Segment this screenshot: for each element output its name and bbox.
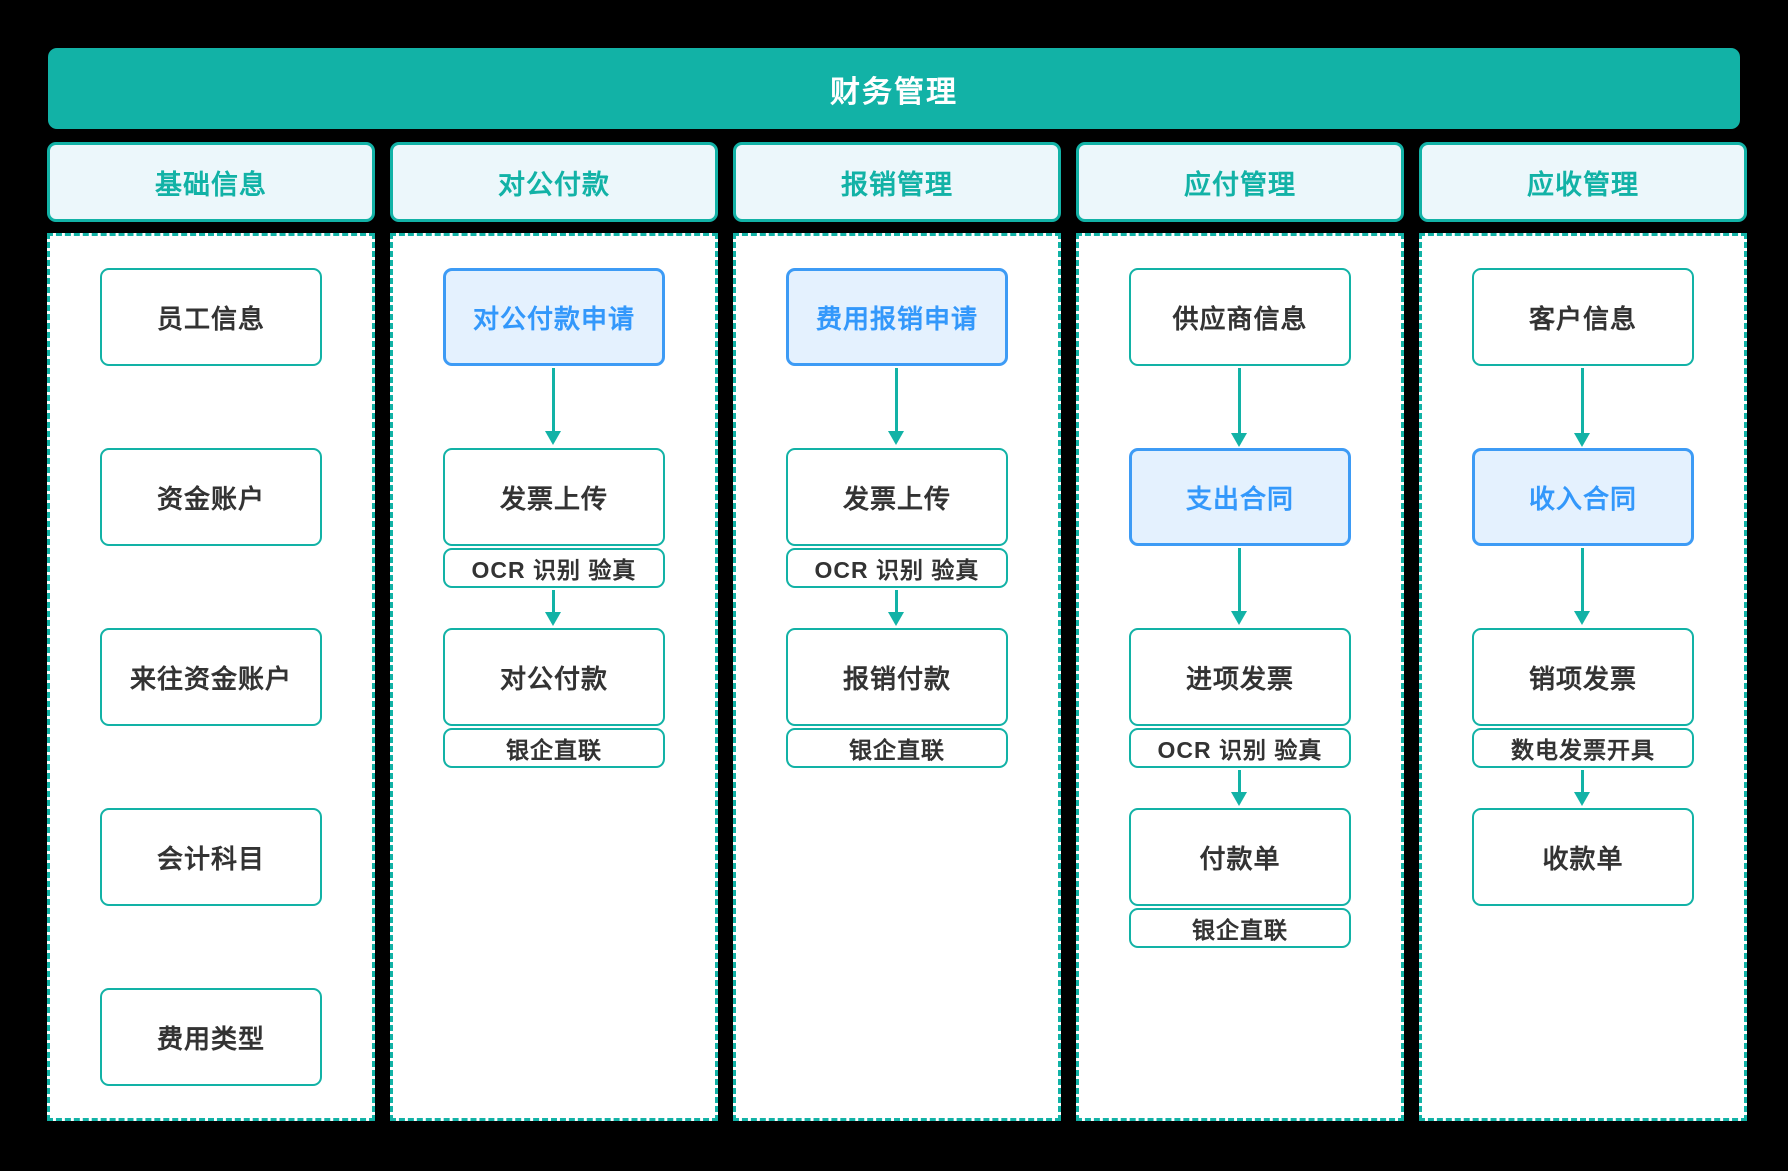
node-accounting-subject: 会计科目 bbox=[100, 808, 322, 906]
node-corporate-payment-request: 对公付款申请 bbox=[443, 268, 665, 366]
flow-arrow bbox=[1574, 368, 1590, 447]
column-header-payable: 应付管理 bbox=[1076, 142, 1404, 222]
column-header-corporate-payment: 对公付款 bbox=[390, 142, 718, 222]
flow-arrow bbox=[1231, 770, 1247, 806]
subnode-ocr-verify: OCR 识别 验真 bbox=[443, 548, 665, 588]
column-header-reimbursement: 报销管理 bbox=[733, 142, 1061, 222]
column-header-basic-info: 基础信息 bbox=[47, 142, 375, 222]
node-expense-reimbursement-request: 费用报销申请 bbox=[786, 268, 1008, 366]
subnode-ocr-verify: OCR 识别 验真 bbox=[1129, 728, 1351, 768]
flow-arrow bbox=[1574, 548, 1590, 625]
node-employee-info: 员工信息 bbox=[100, 268, 322, 366]
flow-arrow bbox=[1231, 548, 1247, 625]
flow-arrow bbox=[1231, 368, 1247, 447]
flow-arrow bbox=[1574, 770, 1590, 806]
subnode-ocr-verify: OCR 识别 验真 bbox=[786, 548, 1008, 588]
subnode-digital-invoice-issue: 数电发票开具 bbox=[1472, 728, 1694, 768]
node-payment-order: 付款单 bbox=[1129, 808, 1351, 906]
node-customer-info: 客户信息 bbox=[1472, 268, 1694, 366]
flow-arrow bbox=[545, 590, 561, 626]
flow-arrow bbox=[545, 368, 561, 445]
node-supplier-info: 供应商信息 bbox=[1129, 268, 1351, 366]
subnode-bank-direct-link: 银企直联 bbox=[786, 728, 1008, 768]
subnode-bank-direct-link: 银企直联 bbox=[1129, 908, 1351, 948]
node-input-invoice: 进项发票 bbox=[1129, 628, 1351, 726]
node-invoice-upload: 发票上传 bbox=[443, 448, 665, 546]
column-header-receivable: 应收管理 bbox=[1419, 142, 1747, 222]
node-fund-account: 资金账户 bbox=[100, 448, 322, 546]
node-expense-type: 费用类型 bbox=[100, 988, 322, 1086]
node-expenditure-contract: 支出合同 bbox=[1129, 448, 1351, 546]
diagram-title: 财务管理 bbox=[48, 48, 1740, 129]
flow-arrow bbox=[888, 590, 904, 626]
flow-arrow bbox=[888, 368, 904, 445]
node-receipt-order: 收款单 bbox=[1472, 808, 1694, 906]
node-counterparty-fund-account: 来往资金账户 bbox=[100, 628, 322, 726]
node-invoice-upload: 发票上传 bbox=[786, 448, 1008, 546]
subnode-bank-direct-link: 银企直联 bbox=[443, 728, 665, 768]
node-corporate-payment: 对公付款 bbox=[443, 628, 665, 726]
node-reimbursement-payment: 报销付款 bbox=[786, 628, 1008, 726]
node-output-invoice: 销项发票 bbox=[1472, 628, 1694, 726]
node-income-contract: 收入合同 bbox=[1472, 448, 1694, 546]
